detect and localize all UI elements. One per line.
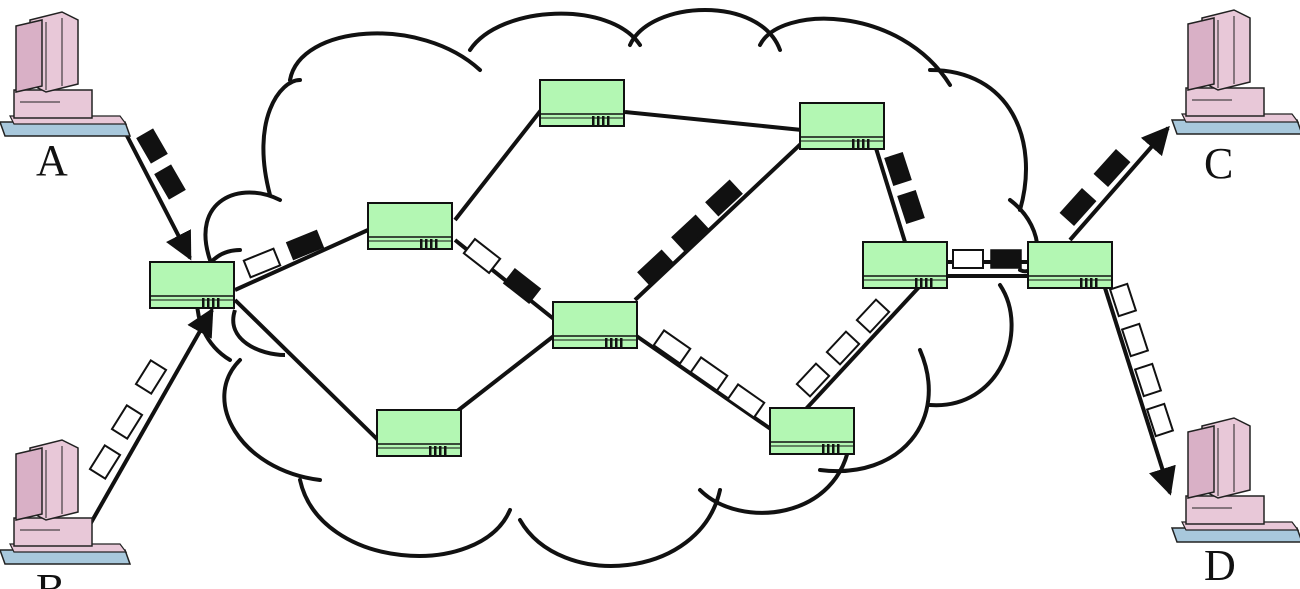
router-2 xyxy=(367,202,453,250)
router-6 xyxy=(376,409,462,457)
host-label-d: D xyxy=(1204,541,1236,589)
host-links xyxy=(86,125,1176,529)
dark-packets xyxy=(136,128,1131,304)
router-9 xyxy=(1027,241,1113,289)
router-8 xyxy=(862,241,948,289)
computer-d-icon xyxy=(1171,417,1300,543)
router-4 xyxy=(799,102,885,150)
host-label-a: A xyxy=(36,136,68,185)
computer-a-icon xyxy=(0,11,131,137)
host-label-b: B xyxy=(36,565,65,589)
host-label-c: C xyxy=(1204,139,1233,188)
router-1 xyxy=(149,261,235,309)
light-packets xyxy=(88,237,1175,481)
router-3 xyxy=(539,79,625,127)
router-7 xyxy=(769,407,855,455)
router-5 xyxy=(552,301,638,349)
computer-c-icon xyxy=(1171,9,1300,135)
